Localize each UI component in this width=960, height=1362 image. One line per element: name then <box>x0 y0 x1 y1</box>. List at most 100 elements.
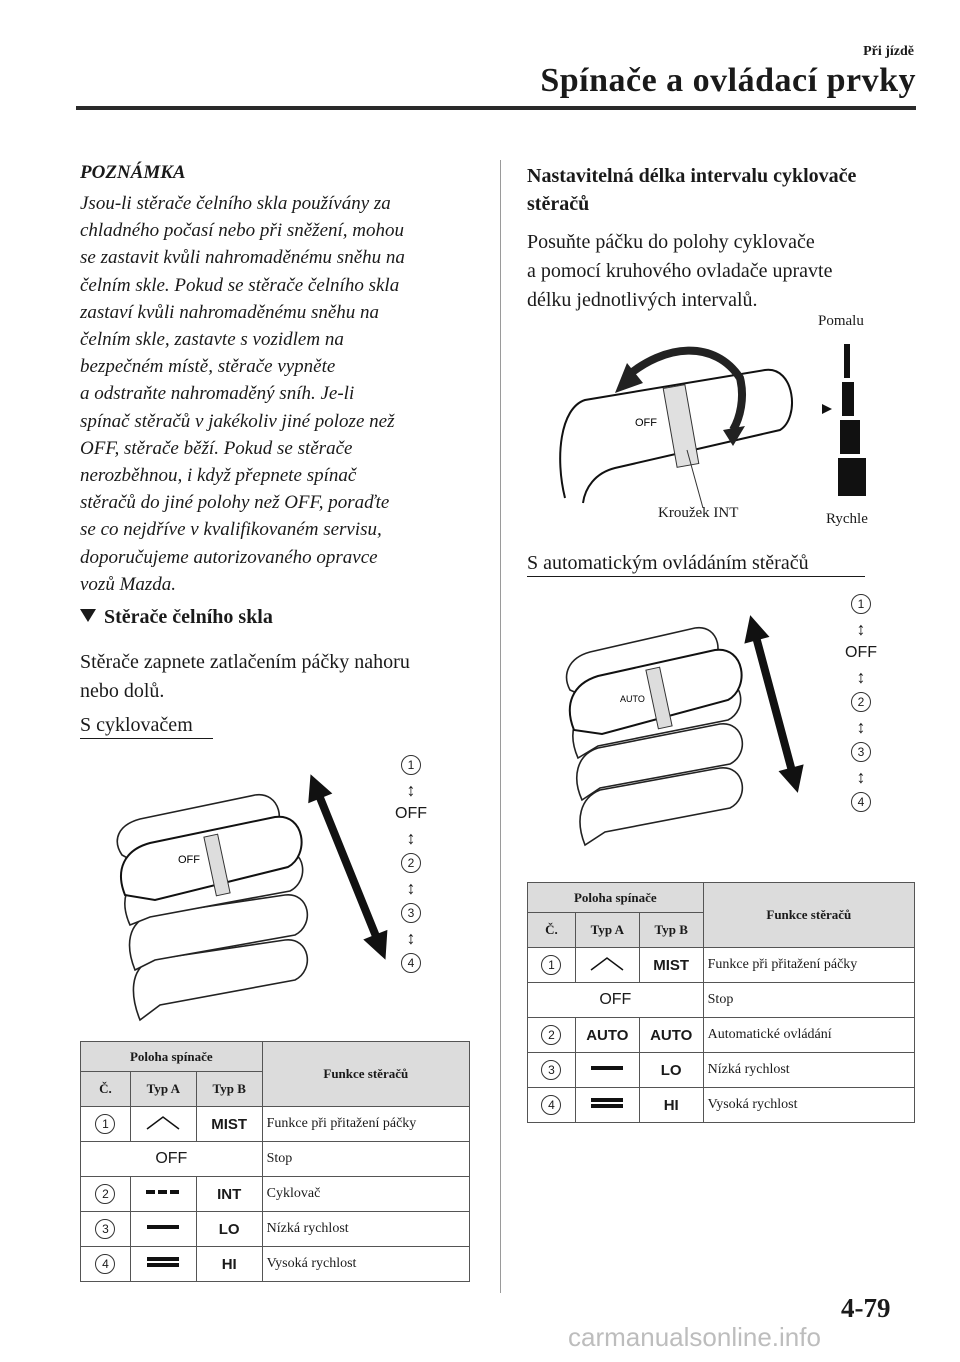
table-row: 2 INT Cyklovač <box>80 1176 471 1212</box>
type-b-label: HI <box>638 1087 704 1123</box>
up-down-arrow-icon <box>308 774 388 960</box>
table-row: OFF Stop <box>80 1141 471 1177</box>
lever-ring <box>645 666 673 730</box>
off-label: OFF <box>527 982 704 1018</box>
col-type-a: Typ A <box>129 1071 197 1107</box>
rotation-arrow-icon <box>622 346 746 433</box>
page-number: 4-79 <box>841 1293 891 1323</box>
function-text: Nízká rychlost <box>702 1052 916 1088</box>
intermittent-dashes-icon <box>146 1190 180 1194</box>
lever-shadow-3 <box>128 894 309 972</box>
updown-icon: ↕ <box>856 619 866 639</box>
subheading-underline <box>527 576 865 577</box>
table-row: 4 HI Vysoká rychlost <box>527 1087 916 1123</box>
function-text: Vysoká rychlost <box>702 1087 916 1123</box>
position-2-marker: 2 <box>95 1184 116 1204</box>
subheading-underline <box>80 738 213 739</box>
position-3-marker: 3 <box>541 1060 562 1080</box>
lever-shadow-4 <box>579 767 744 847</box>
updown-icon: ↕ <box>856 667 866 687</box>
table-header-function: Funkce stěračů <box>702 882 916 948</box>
mist-symbol-icon <box>590 956 624 971</box>
table-header-function: Funkce stěračů <box>261 1041 471 1107</box>
note-line: se co nejdříve v kvalifikovaném servisu, <box>80 519 382 541</box>
wiper-lever-figure: OFF <box>116 774 388 1022</box>
note-body: Jsou-li stěrače čelního skla používány z… <box>80 190 480 598</box>
position-1-marker: 1 <box>95 1114 116 1134</box>
ring-leader-line <box>686 449 704 508</box>
note-line: zastaví kvůli nahromaděnému sněhu na <box>80 301 380 323</box>
rotation-arrowhead-icon <box>615 363 643 393</box>
wipers-heading: Stěrače čelního skla <box>80 606 273 629</box>
lever-auto-text: AUTO <box>620 694 645 704</box>
off-label: OFF <box>80 1141 263 1177</box>
table-row: 3 LO Nízká rychlost <box>527 1052 916 1088</box>
note-line: a odstraňte nahromaděný sníh. Je-li <box>80 383 355 405</box>
position-1-marker: 1 <box>541 955 562 975</box>
note-line: OFF, stěrače běží. Pokud se stěrače <box>80 437 353 459</box>
position-2-marker: 2 <box>851 692 871 712</box>
position-3-marker: 3 <box>851 742 871 762</box>
auto-subheading: S automatickým ovládáním stěračů <box>527 552 809 574</box>
type-b-label: INT <box>195 1176 263 1212</box>
updown-icon: ↕ <box>406 780 416 800</box>
wipers-body: Stěrače zapnete zatlačením páčky nahoru … <box>80 651 410 702</box>
note-line: spínač stěračů v jakékoliv jiné poloze n… <box>80 410 395 432</box>
updown-icon: ↕ <box>406 928 416 948</box>
type-b-label: LO <box>638 1052 704 1088</box>
position-sequence: 1 ↕ OFF ↕ 2 ↕ 3 ↕ 4 <box>845 594 877 812</box>
note-line: stěračů do jiné polohy než OFF, poraďte <box>80 492 390 514</box>
slow-label: Pomalu <box>818 313 864 329</box>
int-ring <box>662 384 700 468</box>
position-2-marker: 2 <box>401 853 421 873</box>
note-line: Jsou-li stěrače čelního skla používány z… <box>80 193 391 214</box>
type-b-label: AUTO <box>638 1017 704 1053</box>
note-line: doporučujeme autorizovaného opravce <box>80 546 378 568</box>
table-row: 1 MIST Funkce při přitažení páčky <box>527 947 916 983</box>
updown-icon: ↕ <box>406 878 416 898</box>
col-number: Č. <box>527 912 576 948</box>
position-4-marker: 4 <box>541 1095 562 1115</box>
position-3-marker: 3 <box>401 903 421 923</box>
up-down-arrow-icon <box>744 615 804 793</box>
updown-icon: ↕ <box>406 828 416 848</box>
note-line: čelním skle, zastavte s vozidlem na <box>80 329 344 351</box>
function-text: Funkce při přitažení páčky <box>261 1106 471 1142</box>
page-title: Spínače a ovládací prvky <box>540 62 916 99</box>
function-text: Stop <box>702 982 916 1018</box>
table-row: 4 HI Vysoká rychlost <box>80 1246 471 1282</box>
position-1-marker: 1 <box>401 755 421 775</box>
position-sequence: 1 ↕ OFF ↕ 2 ↕ 3 ↕ 4 <box>395 755 427 973</box>
note-line: bezpečném místě, stěrače vypněte <box>80 356 336 378</box>
function-text: Cyklovač <box>261 1176 471 1212</box>
table-row: 3 LO Nízká rychlost <box>80 1211 471 1247</box>
type-b-label: LO <box>195 1211 263 1247</box>
lever-off-text: OFF <box>178 854 200 866</box>
lever-shadow-4 <box>132 939 309 1022</box>
col-type-b: Typ B <box>638 912 704 948</box>
table-header-position: Poloha spínače <box>527 882 704 913</box>
intermittent-position-table: Poloha spínače Funkce stěračů Č. Typ A T… <box>80 1041 471 1282</box>
type-b-label: MIST <box>195 1106 263 1142</box>
table-row: OFF Stop <box>527 982 916 1018</box>
type-a-label: AUTO <box>574 1017 640 1053</box>
position-4-marker: 4 <box>851 792 871 812</box>
function-text: Stop <box>261 1141 471 1177</box>
int-ring-figure: OFF <box>559 346 793 508</box>
column-divider <box>500 160 501 1293</box>
low-speed-bar-icon <box>147 1225 180 1229</box>
note-line: vozů Mazda. <box>80 573 177 595</box>
interval-body: Posuňte páčku do polohy cyklovače a pomo… <box>527 231 833 311</box>
high-speed-bars-icon <box>591 1097 624 1108</box>
note-line: chladného počasí nebo při sněžení, mohou <box>80 220 405 242</box>
fast-label: Rychle <box>826 511 868 527</box>
function-text: Nízká rychlost <box>261 1211 471 1247</box>
rotation-arrowhead-icon <box>723 426 745 446</box>
section-label: Při jízdě <box>863 44 914 59</box>
triangle-bullet-icon <box>80 609 96 622</box>
function-text: Vysoká rychlost <box>261 1246 471 1282</box>
note-line: nerozběhnou, i když přepnete spínač <box>80 465 357 487</box>
note-line: čelním skle. Pokud se stěrače čelního sk… <box>80 274 400 296</box>
auto-position-table: Poloha spínače Funkce stěračů Č. Typ A T… <box>527 882 916 1123</box>
type-b-label: HI <box>195 1246 263 1282</box>
